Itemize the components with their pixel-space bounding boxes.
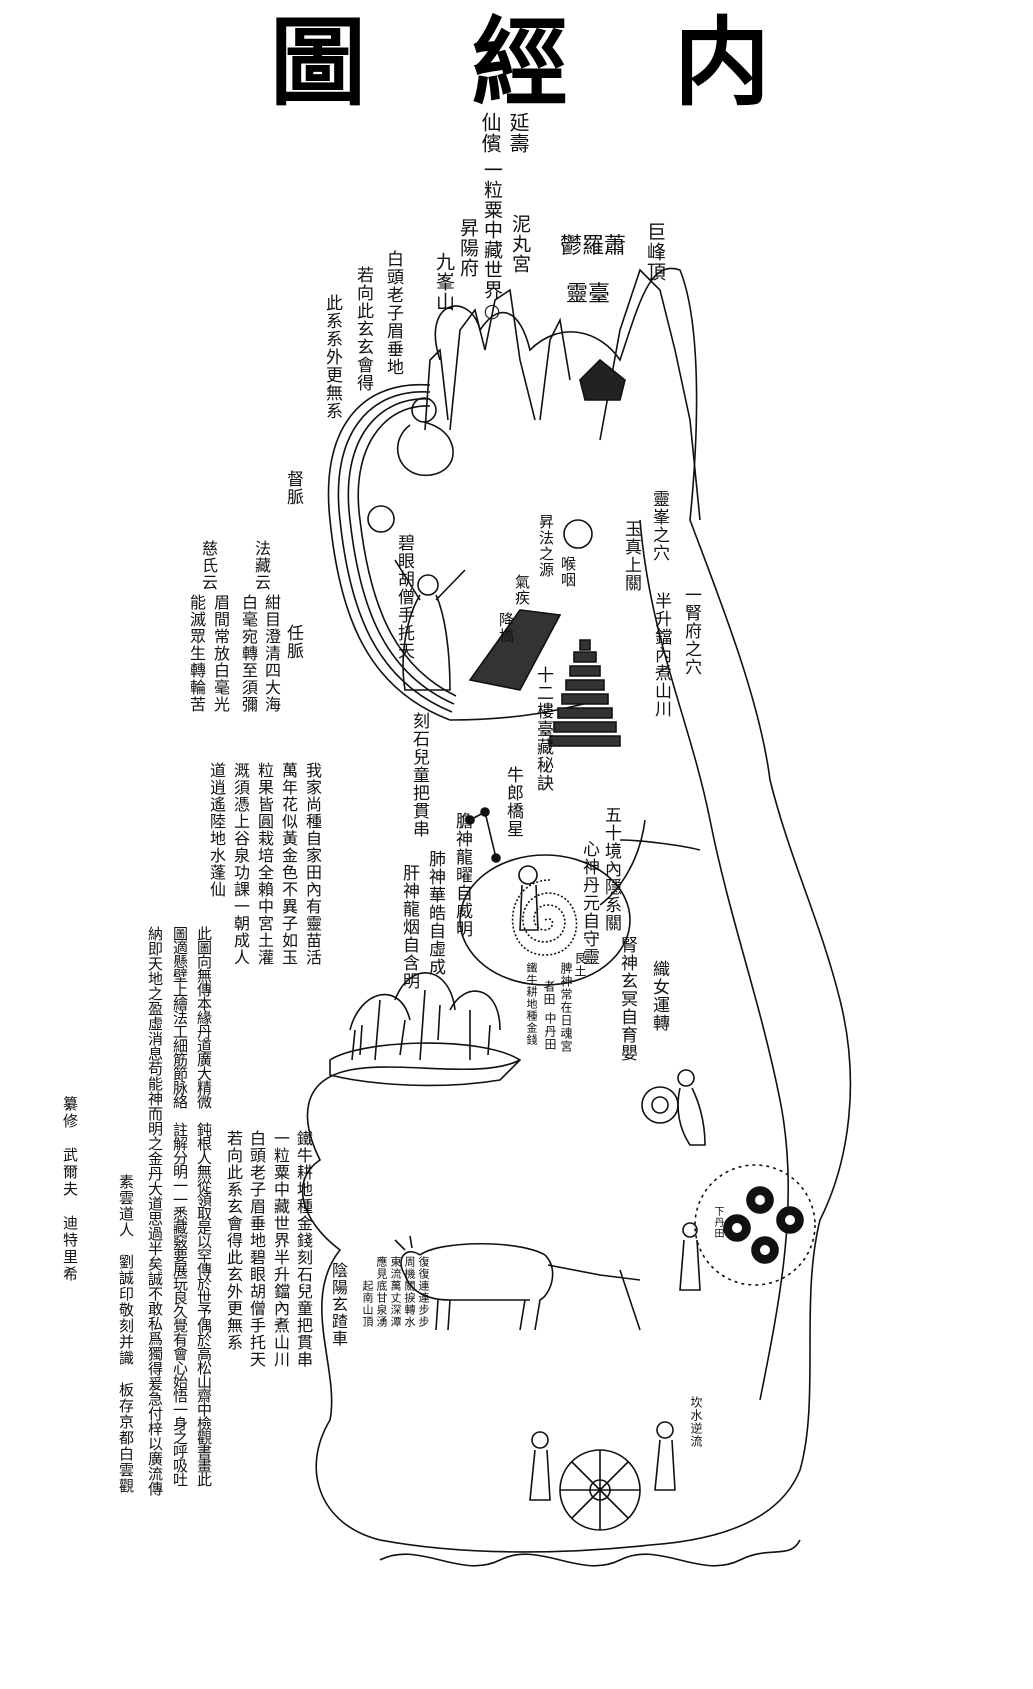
colophon-line3: 納即天地之盈虛消息苟能神而明之金丹大道思過半矣誠不敢私爲獨得爰急付梓以廣流傳 — [146, 926, 164, 1496]
label-field: 者田 — [542, 980, 556, 1006]
label-du-mai: 督脈 — [283, 470, 303, 506]
label-fazang-says: 法藏云 — [252, 540, 271, 591]
label-kan-water-reverse: 坎水逆流 — [689, 1396, 703, 1448]
label-shengyang-fu: 昇陽府 — [457, 218, 479, 278]
label-blue-eyed-monk: 碧眼胡僧手托天 — [394, 534, 414, 660]
mountain-peaks — [425, 270, 700, 520]
label-poem-line1: 我家尚種自家田內有靈苗活 — [303, 762, 322, 966]
label-gallbladder-spirit: 膽神龍曜自威明 — [452, 812, 472, 938]
label-poem-line3: 粒果皆圓栽培全賴中宮土灌 — [255, 762, 274, 966]
label-fazang-line2: 白毫宛轉至須彌 — [239, 594, 258, 713]
iron-ox — [395, 1223, 700, 1330]
label-poem-line2: 萬年花似黃金色不異子如玉 — [279, 762, 298, 966]
label-white-headed-elder: 白頭老子眉垂地 — [383, 250, 403, 376]
label-spleen-spirit: 脾神常在日魂宮 — [559, 962, 573, 1053]
label-throat: 喉咽 — [559, 556, 577, 588]
label-fazang-line1: 紺目澄清四大海 — [262, 594, 281, 713]
label-yuzhen-pass: 玉真上關 — [621, 520, 641, 592]
landscape-outline — [303, 268, 851, 1552]
label-yanshou: 延壽 — [506, 112, 530, 154]
lower-verse-line3: 白頭老子眉垂地碧眼胡僧手托天 — [247, 1130, 266, 1368]
water-treadmill — [530, 1422, 675, 1530]
label-jufeng-peak: 巨峰頂 — [644, 222, 666, 282]
colophon-line1: 此圖向無傳本緣丹道廣大精微 鈍根人無從領取是以罕傳於世予偶於高松山齋中檢觀書畫此 — [195, 926, 213, 1486]
label-liver-spirit: 肝神龍烟自含明 — [399, 864, 419, 990]
label-lingfeng-point: 靈峯之穴 — [649, 490, 669, 562]
magpie-bridge — [470, 610, 560, 690]
herd-boy-constellation — [466, 808, 538, 930]
label-stone-child: 刻石兒童把貫串 — [409, 712, 429, 838]
label-half-pint-pot: 半升鐺內煮山川 — [651, 592, 671, 718]
heart-channel — [600, 820, 645, 905]
label-lung-spirit: 肺神華皓自虛成 — [425, 850, 445, 976]
label-iron-ox-small: 鐵牛耕地種金錢 — [525, 962, 538, 1046]
page-title: 内 經 圖 — [270, 8, 770, 118]
waves — [380, 1540, 800, 1566]
weaving-girl-wheel — [642, 1070, 705, 1145]
label-gen-earth: 艮土 — [573, 952, 587, 978]
label-ren-mai: 任脈 — [283, 624, 303, 660]
label-source-of-ascent: 昇法之源 — [537, 514, 555, 578]
label-cishi-line1: 眉間常放白毫光 — [211, 594, 230, 713]
title-char-tu: 圖 — [270, 6, 366, 119]
small-verse-line4: 應見底甘泉湧 — [375, 1256, 388, 1328]
small-verse-line5: 起南山頂 — [361, 1280, 374, 1328]
back-ridge — [640, 520, 788, 1400]
label-cishi-line2: 能滅眾生轉輪苦 — [187, 594, 206, 713]
colophon-signature: 素雲道人 劉誠印敬刻并識 板存京都白雲觀 — [117, 1174, 135, 1494]
monk-figure — [395, 560, 465, 690]
label-beyond-this: 此系系外更無系 — [322, 294, 342, 420]
small-verse-line3: 東流萬丈深潭 — [389, 1256, 402, 1328]
label-descending-bridge: 降橋 — [497, 612, 515, 644]
label-if-toward-mystery: 若向此玄玄會得 — [353, 266, 373, 392]
label-compilers: 纂修 武爾夫 迪特里希 — [61, 1096, 79, 1283]
lower-verse-line1: 鐵牛耕地種金錢刻石兒童把貫串 — [294, 1130, 313, 1368]
label-lingtai: 靈臺 — [566, 282, 611, 307]
small-verse-line2: 周機關捩轉水 — [403, 1256, 416, 1328]
label-xianbin: 仙儐 — [478, 112, 502, 154]
label-poem-line5: 道逍遙陸地水蓬仙 — [207, 762, 226, 898]
spiral-field — [460, 855, 630, 985]
label-yinyang-treadmill: 陰陽玄蹅車 — [329, 1262, 348, 1347]
right-eye-circle — [564, 520, 592, 548]
lower-verse-line4: 若向此系玄會得此玄外更無系 — [224, 1130, 243, 1351]
label-niwan-palace: 泥丸宮 — [509, 214, 531, 274]
label-twelve-storey-tower: 十二樓臺藏秘訣 — [533, 666, 553, 792]
label-fifty-realms: 五十境內隱系關 — [601, 806, 621, 932]
label-heart-spirit: 心神丹元自守靈 — [579, 840, 599, 966]
old-man-figure — [398, 398, 453, 475]
meridian-arc — [328, 385, 600, 720]
label-middle-dantian: 中丹田 — [543, 1012, 557, 1051]
small-verse-line1: 復復連連步步 — [417, 1256, 430, 1328]
label-lower-dantian: 下丹田 — [712, 1206, 723, 1239]
label-weaving-girl: 織女運轉 — [649, 960, 669, 1032]
label-yuluo-xiao: 鬱羅蕭 — [560, 234, 627, 259]
willow-trees — [330, 973, 520, 1086]
pagoda — [550, 640, 620, 746]
colophon-line2: 圖適懸壁上繪法工細筋節脉絡 註解分明一一悉藏竅要展玩良久覺有會心始悟一身之呼吸吐 — [171, 926, 189, 1486]
left-eye-circle — [368, 506, 394, 532]
sun-taiji — [695, 1165, 815, 1285]
label-kidney-spirit: 腎神玄冥自育嬰 — [617, 936, 637, 1062]
title-char-jing: 經 — [472, 6, 568, 119]
label-qi-ji: 氣疾 — [513, 574, 531, 606]
label-poem-line4: 溉須憑上谷泉功課一朝成人 — [231, 762, 250, 966]
label-cishi-says: 慈氏云 — [199, 540, 218, 591]
label-one-grain: 一粒粟中藏世界○ — [481, 160, 503, 323]
title-char-nei: 内 — [674, 6, 770, 119]
label-jiufeng-mountain: 九峯山 — [433, 252, 455, 312]
label-kidney-point: 一腎府之穴 — [681, 586, 701, 676]
label-herd-boy-star: 牛郎橋星 — [503, 766, 523, 838]
lower-verse-line2: 一粒粟中藏世界半升鐺內煮山川 — [271, 1130, 290, 1368]
